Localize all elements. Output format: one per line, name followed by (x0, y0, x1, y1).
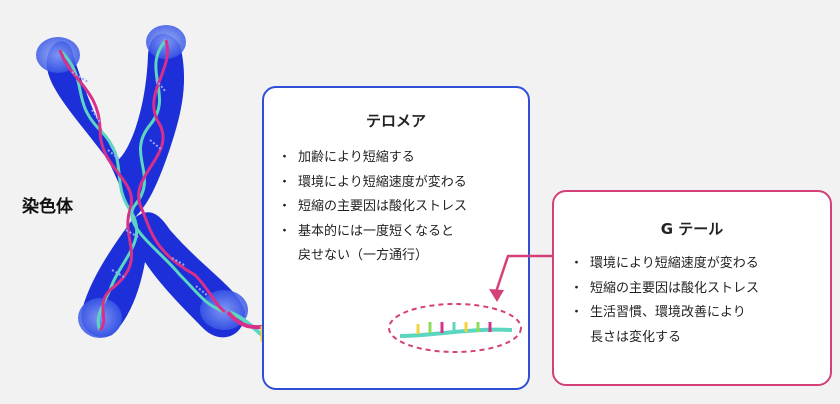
chromosome (36, 25, 248, 338)
list-item: 環境により短縮速度が変わる (570, 252, 759, 277)
g-tail-title: G テール (660, 220, 724, 238)
telomere-title: テロメア (365, 112, 426, 130)
chromosome-tip (78, 298, 122, 338)
list-item: 環境により短縮速度が変わる (278, 171, 467, 196)
dna-rungs (71, 71, 209, 297)
telomere-box: テロメア 加齢により短縮する 環境により短縮速度が変わる 短縮の主要因は酸化スト… (262, 86, 530, 390)
list-item: 短縮の主要因は酸化ストレス (278, 195, 467, 220)
g-tail-list: 環境により短縮速度が変わる 短縮の主要因は酸化ストレス 生活習慣、環境改善により… (570, 252, 759, 350)
g-tail-box: G テール 環境により短縮速度が変わる 短縮の主要因は酸化ストレス 生活習慣、環… (552, 190, 832, 386)
dna-helix-right-arm (130, 39, 226, 314)
list-item: 加齢により短縮する (278, 146, 467, 171)
chromosome-tip (36, 37, 80, 73)
dna-helix-left-arm (58, 48, 139, 332)
telomere-list: 加齢により短縮する 環境により短縮速度が変わる 短縮の主要因は酸化ストレス 基本… (278, 146, 467, 269)
list-item: 短縮の主要因は酸化ストレス (570, 277, 759, 302)
chromosome-label: 染色体 (22, 197, 73, 217)
